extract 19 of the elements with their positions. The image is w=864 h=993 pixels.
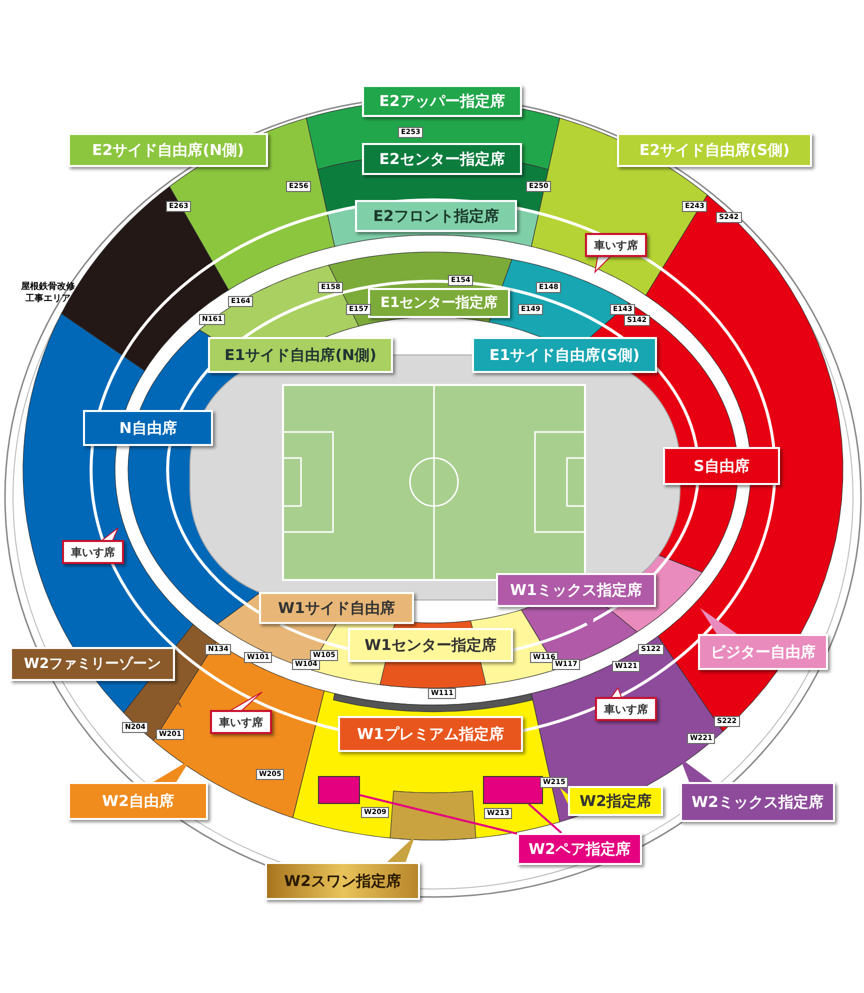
section-label: E1センター指定席 xyxy=(368,288,510,318)
leader-line xyxy=(528,803,562,834)
section-label: N自由席 xyxy=(83,410,213,446)
section-label: W2ペア指定席 xyxy=(517,833,642,865)
section-label: E2フロント指定席 xyxy=(355,200,517,232)
seat-block xyxy=(318,776,360,804)
callout-tag: 車いす席 xyxy=(210,710,272,734)
leader-line xyxy=(360,794,518,835)
section-label: W2スワン指定席 xyxy=(265,862,420,900)
section-label: W1センター指定席 xyxy=(348,628,513,662)
seat-block xyxy=(483,776,543,804)
section-label: E2センター指定席 xyxy=(362,143,522,175)
section-label: E1サイド自由席(S側) xyxy=(472,337,657,373)
section-label: E1サイド自由席(N側) xyxy=(208,337,393,373)
area-note: 屋根鉄骨改修工事エリア xyxy=(20,282,76,306)
section-label: W1プレミアム指定席 xyxy=(338,716,523,752)
section-label: S自由席 xyxy=(663,447,780,485)
section-label: E2アッパー指定席 xyxy=(362,85,522,117)
section-label: E2サイド自由席(N側) xyxy=(68,133,268,167)
